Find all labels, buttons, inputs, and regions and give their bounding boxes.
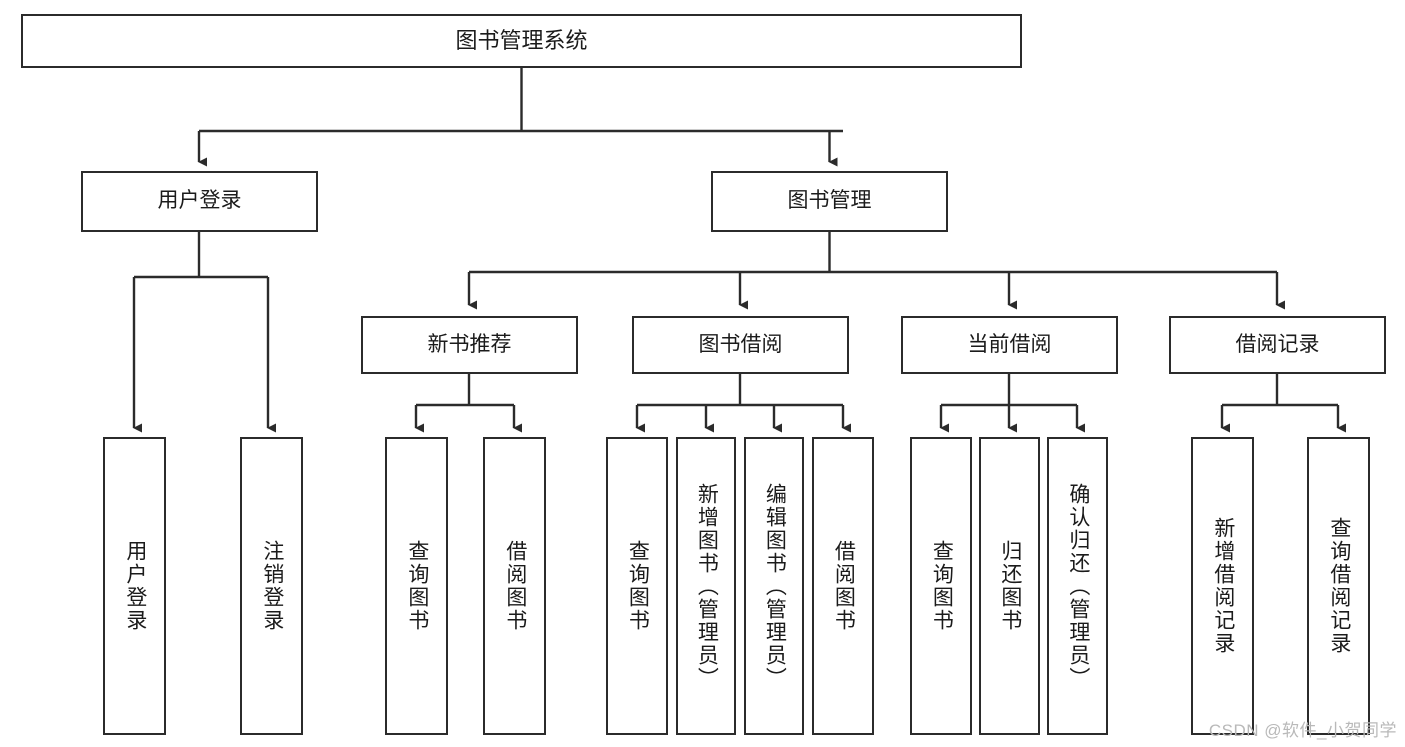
leaf-add-book-admin[interactable]: 新增图书（管理员）	[676, 437, 736, 735]
node-label: 查询图书	[930, 540, 954, 632]
node-label: 借阅记录	[1235, 332, 1320, 356]
leaf-query-book-current[interactable]: 查询图书	[910, 437, 972, 735]
node-label: 图书管理	[787, 189, 872, 213]
node-label: 图书借阅	[698, 332, 783, 356]
leaf-borrow-book-recommend[interactable]: 借阅图书	[483, 437, 546, 735]
node-label: 当前借阅	[967, 332, 1052, 356]
node-label: 借阅图书	[503, 540, 527, 632]
node-label: 借阅图书	[832, 540, 856, 632]
leaf-query-book-recommend[interactable]: 查询图书	[385, 437, 448, 735]
node-label: 新书推荐	[427, 332, 512, 356]
node-label: 新增借阅记录	[1211, 517, 1235, 655]
node-label: 用户登录	[157, 189, 242, 213]
node-label: 注销登录	[260, 540, 284, 632]
leaf-query-borrow-record[interactable]: 查询借阅记录	[1307, 437, 1370, 735]
leaf-edit-book-admin[interactable]: 编辑图书（管理员）	[744, 437, 804, 735]
node-label: 图书管理系统	[455, 28, 588, 54]
leaf-confirm-return-admin[interactable]: 确认归还（管理员）	[1047, 437, 1108, 735]
csdn-watermark: CSDN @软件_小贺同学	[1208, 721, 1397, 740]
node-user-login[interactable]: 用户登录	[81, 171, 318, 232]
node-label: 查询图书	[626, 540, 650, 632]
node-label: 查询借阅记录	[1327, 517, 1351, 655]
leaf-add-borrow-record[interactable]: 新增借阅记录	[1191, 437, 1254, 735]
leaf-logout[interactable]: 注销登录	[240, 437, 303, 735]
node-new-book-recommend[interactable]: 新书推荐	[361, 316, 578, 374]
node-borrow-record[interactable]: 借阅记录	[1169, 316, 1386, 374]
leaf-user-login[interactable]: 用户登录	[103, 437, 166, 735]
leaf-borrow-book[interactable]: 借阅图书	[812, 437, 874, 735]
node-label: 归还图书	[998, 540, 1022, 632]
node-current-borrow[interactable]: 当前借阅	[901, 316, 1118, 374]
node-book-manage[interactable]: 图书管理	[711, 171, 948, 232]
node-root-system[interactable]: 图书管理系统	[21, 14, 1022, 68]
node-label: 查询图书	[405, 540, 429, 632]
node-book-borrow[interactable]: 图书借阅	[632, 316, 849, 374]
leaf-return-book[interactable]: 归还图书	[979, 437, 1040, 735]
node-label: 用户登录	[123, 540, 147, 632]
node-label: 确认归还（管理员）	[1066, 482, 1090, 690]
leaf-query-book-borrow[interactable]: 查询图书	[606, 437, 668, 735]
node-label: 新增图书（管理员）	[695, 482, 719, 690]
node-label: 编辑图书（管理员）	[763, 482, 787, 690]
